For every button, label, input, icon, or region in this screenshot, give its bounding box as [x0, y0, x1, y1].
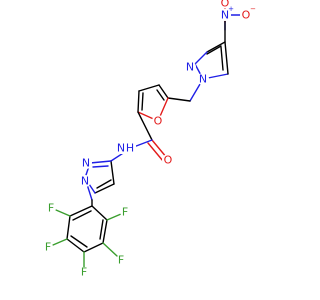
atom-amide-n: N	[117, 142, 125, 155]
bond-c3-n2	[194, 51, 208, 65]
atom-pyrazole-bottom-n2: N	[82, 157, 90, 170]
bond-ar-c6-c1	[69, 205, 93, 217]
bond-ar-c4-c5	[66, 238, 85, 253]
atom-fluorine-3: F	[81, 266, 87, 279]
bond-furan-c5-c4	[158, 84, 169, 99]
bond-ar-c1-c2	[91, 205, 108, 221]
bond-ar-c3-c4	[83, 242, 104, 253]
atom-furan-o: O	[154, 115, 163, 128]
bond-furan-c3-c2-inner	[141, 92, 144, 111]
bond-furan-c3-c2	[137, 90, 140, 113]
atom-amide-h: H	[126, 142, 134, 155]
atom-fluorine-1: F	[122, 206, 128, 219]
bond-ar-c2-c3-inner	[99, 219, 104, 240]
atom-amide-o: O	[164, 154, 173, 167]
bond-ar-c6-c1-inner	[72, 210, 92, 221]
bond-pz-c4-c5	[94, 183, 115, 194]
atom-pyrazole-bottom-n1: N	[81, 175, 89, 188]
atom-fluorine-5: F	[48, 202, 54, 215]
bond-c5-c4	[224, 41, 229, 75]
bond-ar-c4-c5-inner	[70, 235, 88, 248]
bond-c-f4	[52, 238, 68, 246]
charge-nitro-n: +	[228, 5, 234, 13]
bond-pz-c3-c4	[110, 160, 115, 185]
bond-pz-c4-c5-inner	[96, 179, 112, 189]
atom-fluorine-2: F	[118, 254, 124, 267]
atom-fluorine-4: F	[45, 241, 51, 254]
bond-c-f5	[55, 209, 71, 217]
atom-nitro-o-right: O	[242, 9, 251, 22]
atom-nitro-o-top: O	[221, 0, 230, 10]
bond-c-f1	[106, 213, 122, 221]
bond-c4-c3	[206, 41, 226, 53]
bond-carbonyl-o	[151, 139, 168, 159]
bond-furan-c4-c3	[138, 84, 160, 92]
atom-nitro-n: N	[221, 9, 229, 22]
molecule-structure-diagram: N + O O − N N O O N H N N F F F	[43, 0, 256, 279]
atom-pyrazole-top-n2: N	[186, 61, 194, 74]
bond-c4-c3-inner	[206, 45, 222, 55]
bond-carbonyl-o-double	[147, 142, 164, 162]
bonds	[52, 8, 241, 269]
bond-furan-c5-c4-inner	[156, 89, 165, 101]
charge-nitro-o: −	[250, 5, 256, 13]
atom-labels: N + O O − N N O O N H N N F F F	[43, 0, 256, 279]
bond-c2-carbonyl	[137, 111, 153, 141]
bond-pz-n2-c3-inner	[92, 165, 109, 168]
bond-pz-n2-c3	[89, 160, 112, 164]
bond-ch2-furan-c5	[167, 97, 191, 102]
bond-c5-c4-inner	[220, 46, 224, 71]
bond-ar-c2-c3	[102, 219, 108, 244]
atom-pyrazole-top-n1: N	[199, 73, 207, 86]
bond-c-f2	[102, 242, 118, 257]
bond-ar-c5-c6	[66, 215, 71, 240]
